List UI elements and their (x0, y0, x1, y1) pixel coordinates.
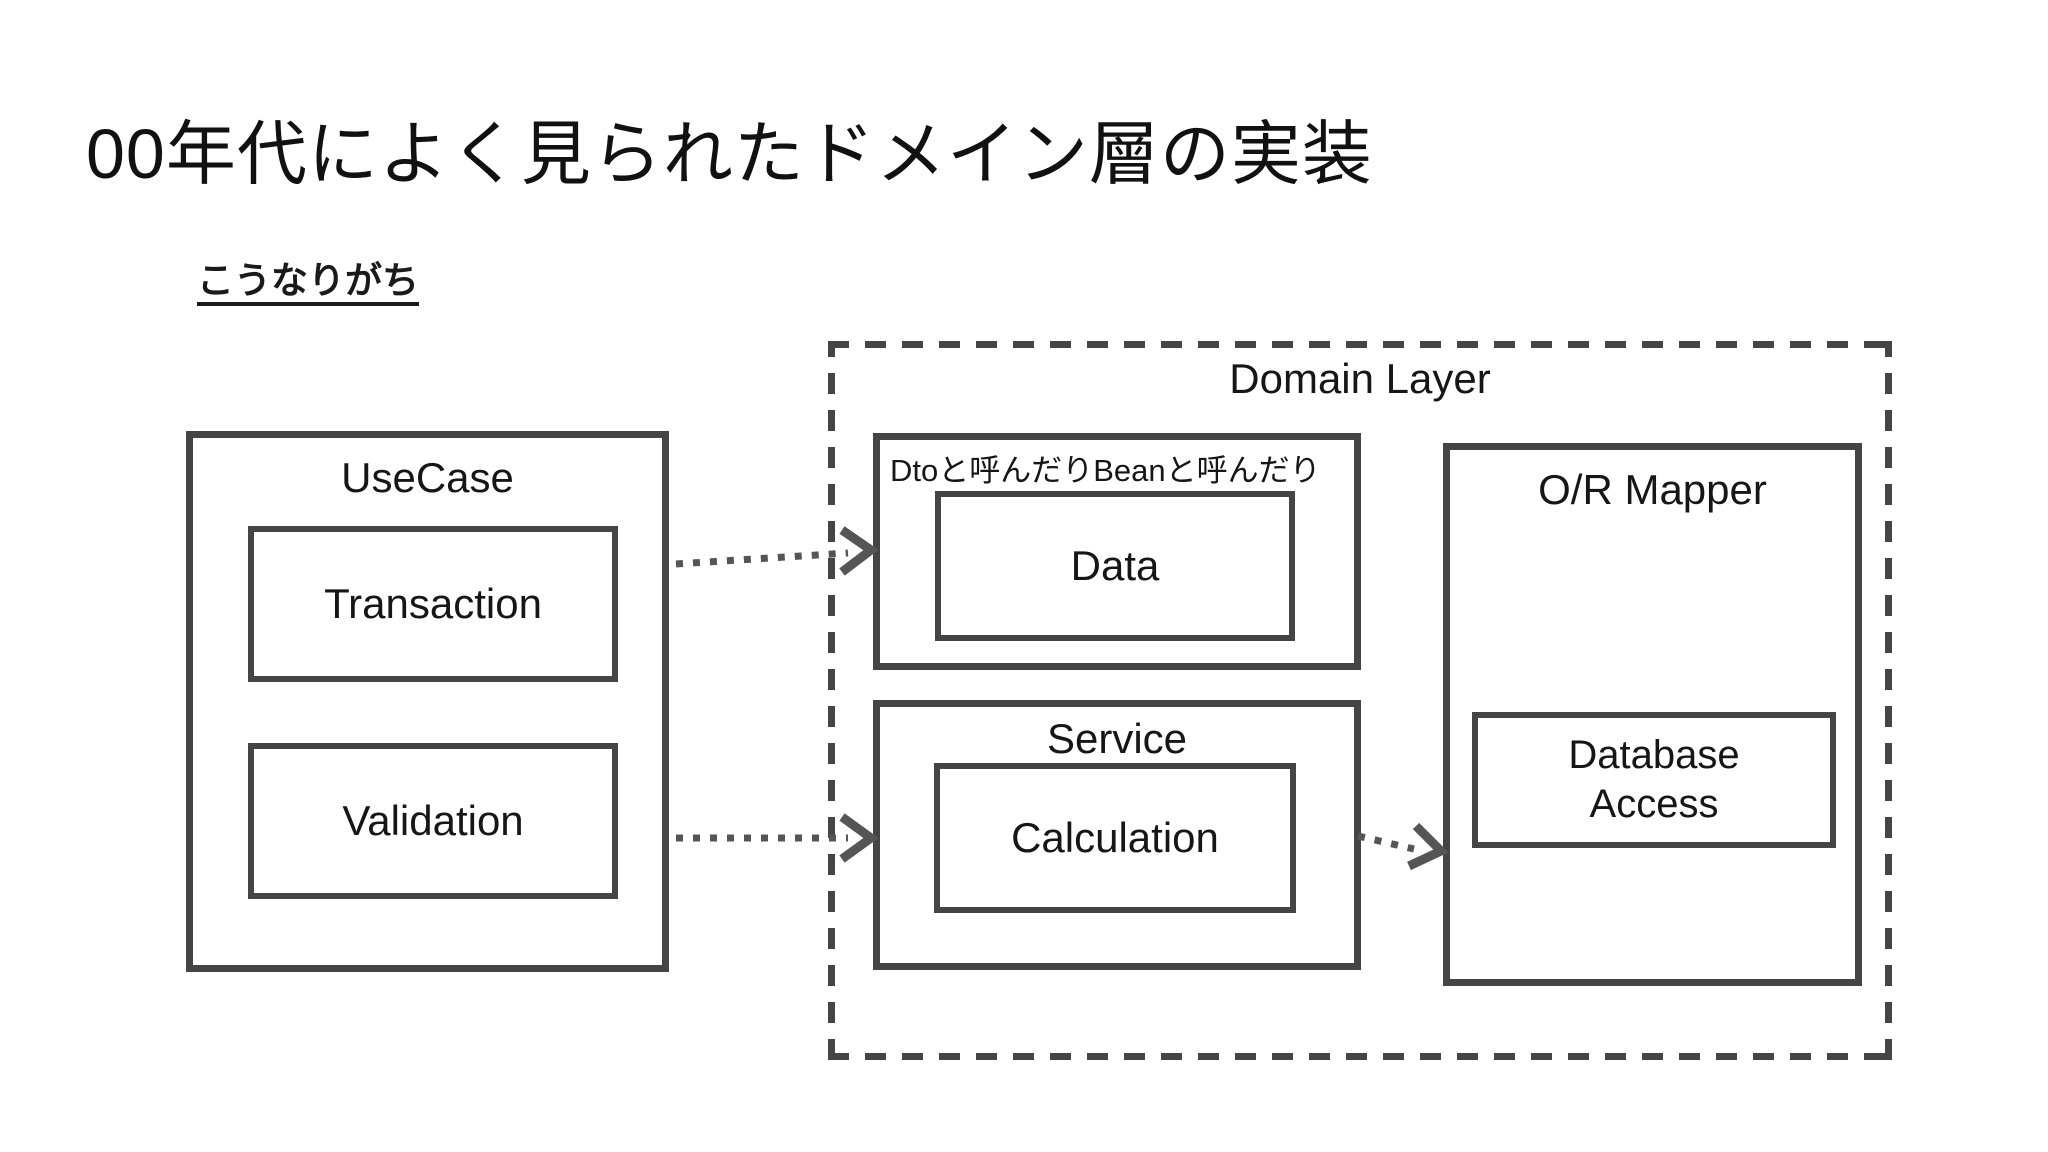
or-mapper-title: O/R Mapper (1538, 466, 1767, 513)
data-box: Data (935, 491, 1295, 641)
or-mapper-box: O/R Mapper Database Access (1443, 443, 1862, 986)
dto-bean-box: Dtoと呼んだりBeanと呼んだり Data (873, 433, 1361, 670)
validation-label: Validation (342, 797, 524, 844)
service-box-title: Service (1046, 715, 1188, 762)
usecase-box-title: UseCase (341, 454, 514, 501)
subtitle-label: こうなりがち (197, 260, 419, 301)
service-box: Service Calculation (873, 700, 1361, 970)
usecase-box: UseCase Transaction Validation (186, 431, 669, 972)
database-access-label: Database Access (1568, 733, 1740, 826)
calculation-box: Calculation (934, 763, 1296, 913)
transaction-box: Transaction (248, 526, 618, 682)
database-access-box: Database Access (1472, 712, 1836, 848)
calculation-label: Calculation (1011, 814, 1219, 861)
domain-layer-box: Domain Layer Dtoと呼んだりBeanと呼んだり Data Serv… (828, 341, 1892, 1060)
data-label: Data (1070, 542, 1160, 589)
domain-layer-title: Domain Layer (1229, 355, 1491, 402)
dto-bean-note: Dtoと呼んだりBeanと呼んだり (890, 453, 1321, 488)
validation-box: Validation (248, 743, 618, 899)
transaction-label: Transaction (324, 580, 542, 627)
page-title: 00年代によく見られたドメイン層の実装 (86, 115, 1373, 193)
